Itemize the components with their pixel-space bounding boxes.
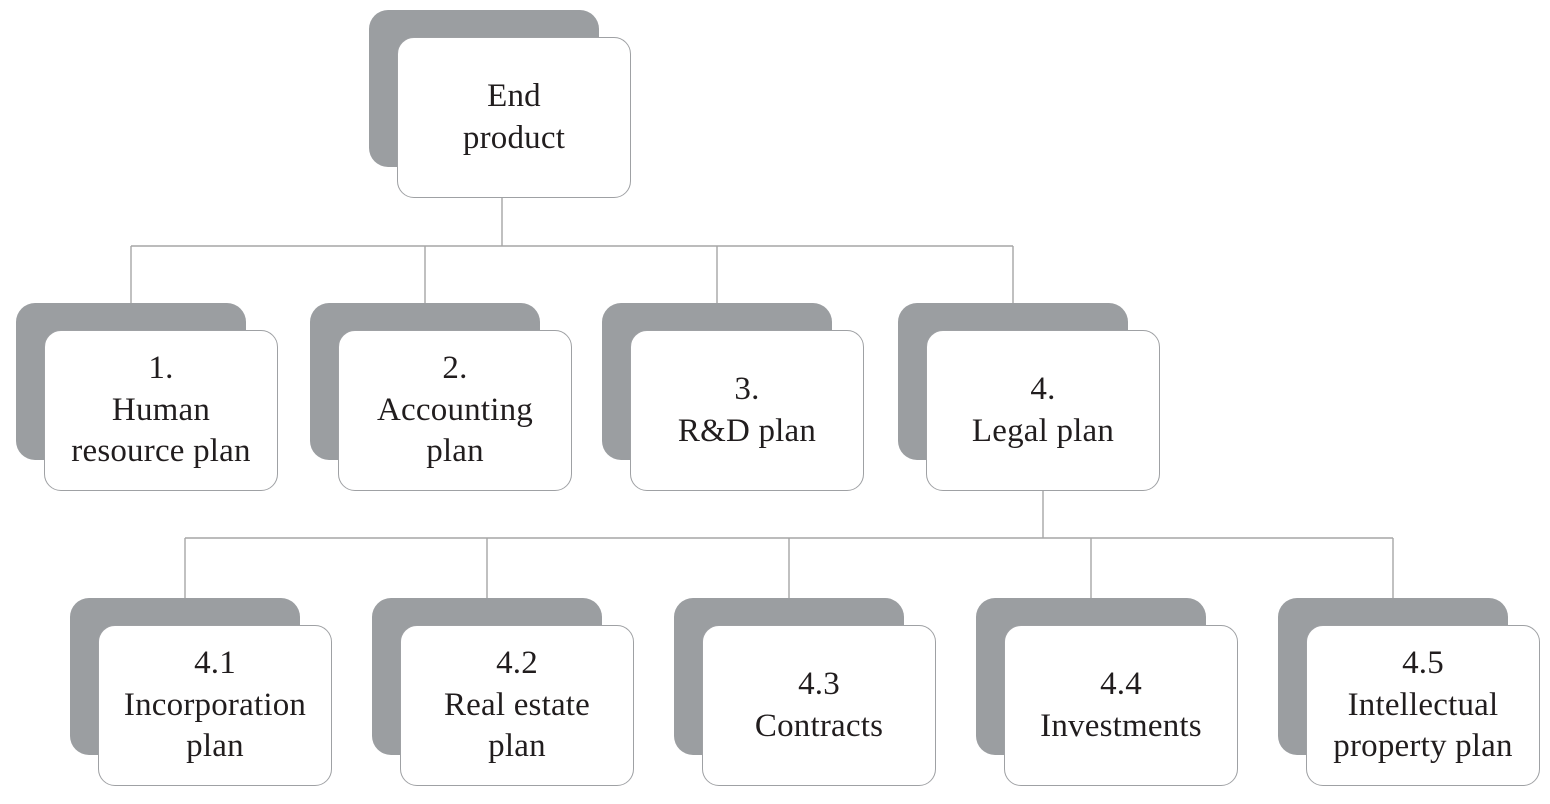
node-card: 4.5 Intellectual property plan [1306, 625, 1540, 786]
node-card: 4.3 Contracts [702, 625, 936, 786]
node-label: 4.5 Intellectual property plan [1333, 644, 1513, 765]
node-card: 4.1 Incorporation plan [98, 625, 332, 786]
node-label: 3. R&D plan [677, 370, 817, 449]
node-label: 2. Accounting plan [377, 349, 533, 470]
node-label: 4.2 Real estate plan [443, 644, 591, 765]
node-incorporation-plan: 4.1 Incorporation plan [70, 598, 333, 796]
node-card: 1. Human resource plan [44, 330, 278, 491]
node-label: End product [462, 77, 566, 156]
node-accounting-plan: 2. Accounting plan [310, 303, 573, 501]
node-label: 4.1 Incorporation plan [123, 644, 307, 765]
node-human-resource-plan: 1. Human resource plan [16, 303, 279, 501]
node-card: 4.4 Investments [1004, 625, 1238, 786]
node-card: End product [397, 37, 631, 198]
node-card: 4. Legal plan [926, 330, 1160, 491]
node-card: 3. R&D plan [630, 330, 864, 491]
node-label: 4.3 Contracts [754, 665, 884, 744]
node-contracts: 4.3 Contracts [674, 598, 937, 796]
node-label: 4.4 Investments [1040, 665, 1202, 744]
node-label: 1. Human resource plan [71, 349, 251, 470]
node-investments: 4.4 Investments [976, 598, 1239, 796]
node-label: 4. Legal plan [971, 370, 1115, 449]
node-end-product: End product [369, 10, 632, 208]
node-card: 4.2 Real estate plan [400, 625, 634, 786]
node-intellectual-property-plan: 4.5 Intellectual property plan [1278, 598, 1541, 796]
node-real-estate-plan: 4.2 Real estate plan [372, 598, 635, 796]
node-legal-plan: 4. Legal plan [898, 303, 1161, 501]
node-card: 2. Accounting plan [338, 330, 572, 491]
node-rd-plan: 3. R&D plan [602, 303, 865, 501]
